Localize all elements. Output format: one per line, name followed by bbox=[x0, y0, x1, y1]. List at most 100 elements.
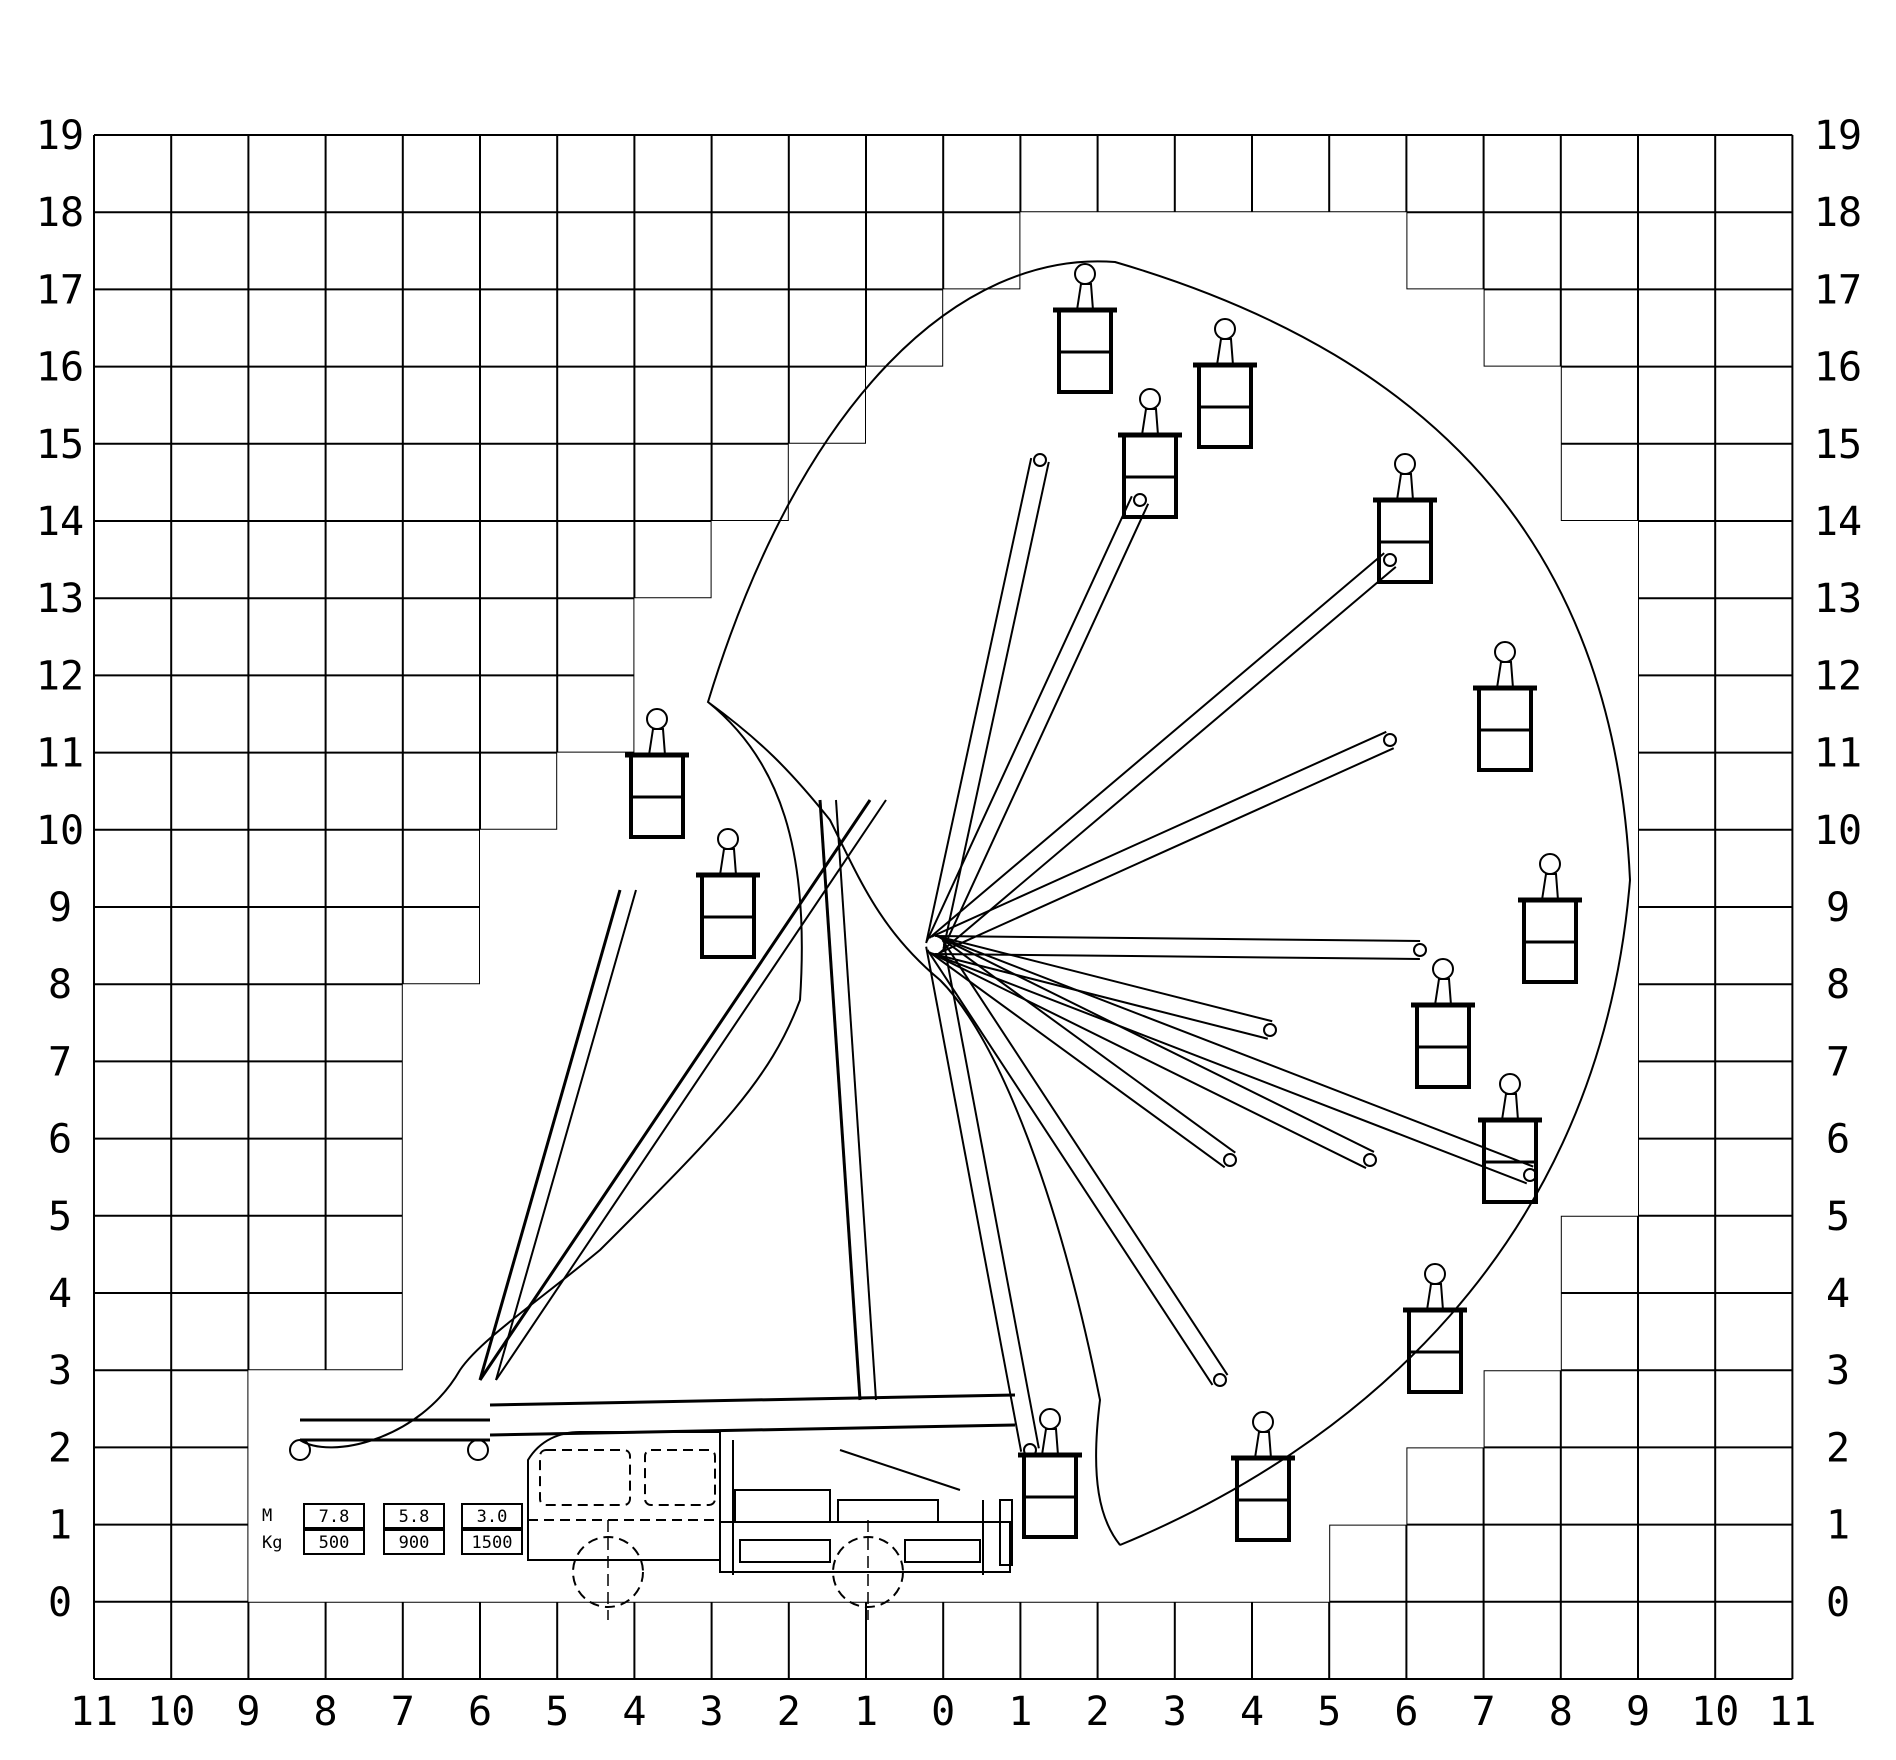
y-tick-right: 3 bbox=[1826, 1348, 1850, 1394]
x-tick: 4 bbox=[1240, 1689, 1264, 1735]
x-tick: 9 bbox=[236, 1689, 260, 1735]
y-tick-right: 2 bbox=[1826, 1425, 1850, 1471]
x-tick: 5 bbox=[545, 1689, 569, 1735]
basket bbox=[1478, 1073, 1542, 1204]
table-load-1: 500 bbox=[319, 1533, 350, 1553]
table-row-label-load: Kg bbox=[262, 1533, 282, 1553]
x-tick: 0 bbox=[931, 1689, 955, 1735]
work-envelope bbox=[299, 260, 1632, 1546]
y-tick-right: 6 bbox=[1826, 1117, 1850, 1163]
x-tick: 11 bbox=[1768, 1689, 1816, 1735]
y-tick-left: 2 bbox=[48, 1425, 72, 1471]
y-tick-left: 1 bbox=[48, 1503, 72, 1549]
boom-arm-left bbox=[478, 889, 637, 1381]
y-tick-right: 17 bbox=[1814, 267, 1862, 313]
y-tick-left: 0 bbox=[48, 1580, 72, 1626]
load-table: M Kg 7.8 500 5.8 900 3.0 1500 bbox=[262, 1503, 523, 1555]
boom-arm bbox=[930, 730, 1397, 955]
y-tick-right: 11 bbox=[1814, 731, 1862, 777]
x-tick: 8 bbox=[1549, 1689, 1573, 1735]
x-tick: 6 bbox=[1394, 1689, 1418, 1735]
y-tick-left: 3 bbox=[48, 1348, 72, 1394]
y-tick-right: 8 bbox=[1826, 962, 1850, 1008]
table-row-label-reach: M bbox=[262, 1506, 272, 1526]
x-tick: 6 bbox=[468, 1689, 492, 1735]
boom-arm bbox=[928, 552, 1397, 953]
basket bbox=[1018, 1408, 1082, 1539]
x-tick: 10 bbox=[147, 1689, 195, 1735]
x-tick: 3 bbox=[700, 1689, 724, 1735]
baskets bbox=[625, 263, 1582, 1542]
boom-positions bbox=[478, 453, 1537, 1457]
basket bbox=[696, 828, 760, 959]
y-tick-left: 14 bbox=[36, 499, 84, 545]
boom-arm-left bbox=[818, 799, 877, 1401]
x-tick: 8 bbox=[314, 1689, 338, 1735]
table-load-3: 1500 bbox=[472, 1533, 513, 1553]
y-tick-left: 18 bbox=[36, 190, 84, 236]
basket bbox=[1373, 453, 1437, 584]
basket bbox=[1518, 853, 1582, 984]
y-tick-right: 10 bbox=[1814, 808, 1862, 854]
basket bbox=[1193, 318, 1257, 449]
x-tick: 10 bbox=[1691, 1689, 1739, 1735]
boom-arm bbox=[932, 935, 1277, 1040]
y-tick-left: 15 bbox=[36, 422, 84, 468]
y-tick-right: 16 bbox=[1814, 345, 1862, 391]
x-tick: 9 bbox=[1626, 1689, 1650, 1735]
table-reach-3: 3.0 bbox=[477, 1507, 508, 1527]
y-tick-right: 7 bbox=[1826, 1039, 1850, 1085]
x-tick: 2 bbox=[1086, 1689, 1110, 1735]
y-tick-left: 19 bbox=[36, 113, 84, 159]
y-tick-left: 9 bbox=[48, 885, 72, 931]
y-tick-left: 8 bbox=[48, 962, 72, 1008]
boom-arm bbox=[925, 453, 1050, 948]
basket bbox=[1231, 1411, 1295, 1542]
y-tick-right: 13 bbox=[1814, 576, 1862, 622]
x-tick: 11 bbox=[70, 1689, 118, 1735]
y-tick-left: 12 bbox=[36, 653, 84, 699]
y-tick-left: 7 bbox=[48, 1039, 72, 1085]
basket bbox=[1411, 958, 1475, 1089]
y-tick-right: 15 bbox=[1814, 422, 1862, 468]
boom-arm bbox=[929, 936, 1237, 1169]
basket bbox=[625, 708, 689, 839]
y-tick-right: 9 bbox=[1826, 885, 1850, 931]
y-tick-left: 6 bbox=[48, 1117, 72, 1163]
x-tick: 1 bbox=[1008, 1689, 1032, 1735]
truck bbox=[527, 1431, 1013, 1620]
basket bbox=[1053, 263, 1117, 394]
stowed-boom bbox=[289, 1393, 1016, 1491]
y-tick-right: 5 bbox=[1826, 1194, 1850, 1240]
table-load-2: 900 bbox=[399, 1533, 430, 1553]
y-tick-right: 19 bbox=[1814, 113, 1862, 159]
boom-arm-left bbox=[478, 799, 887, 1381]
y-tick-right: 4 bbox=[1826, 1271, 1850, 1317]
boom-arm bbox=[934, 935, 1427, 960]
table-reach-2: 5.8 bbox=[399, 1507, 430, 1527]
table-reach-1: 7.8 bbox=[319, 1507, 350, 1527]
y-tick-left: 10 bbox=[36, 808, 84, 854]
y-tick-right: 12 bbox=[1814, 653, 1862, 699]
y-tick-left: 13 bbox=[36, 576, 84, 622]
y-tick-left: 11 bbox=[36, 731, 84, 777]
y-tick-right: 18 bbox=[1814, 190, 1862, 236]
x-tick: 7 bbox=[1472, 1689, 1496, 1735]
y-tick-left: 16 bbox=[36, 345, 84, 391]
x-tick: 1 bbox=[854, 1689, 878, 1735]
y-tick-left: 5 bbox=[48, 1194, 72, 1240]
x-tick: 7 bbox=[391, 1689, 415, 1735]
basket bbox=[1118, 388, 1182, 519]
x-tick: 5 bbox=[1317, 1689, 1341, 1735]
boom-arm bbox=[926, 939, 1229, 1387]
x-tick: 3 bbox=[1163, 1689, 1187, 1735]
y-tick-left: 4 bbox=[48, 1271, 72, 1317]
y-tick-right: 14 bbox=[1814, 499, 1862, 545]
x-tick: 2 bbox=[777, 1689, 801, 1735]
x-tick: 4 bbox=[622, 1689, 646, 1735]
y-tick-right: 1 bbox=[1826, 1503, 1850, 1549]
basket bbox=[1473, 641, 1537, 772]
y-tick-right: 0 bbox=[1826, 1580, 1850, 1626]
